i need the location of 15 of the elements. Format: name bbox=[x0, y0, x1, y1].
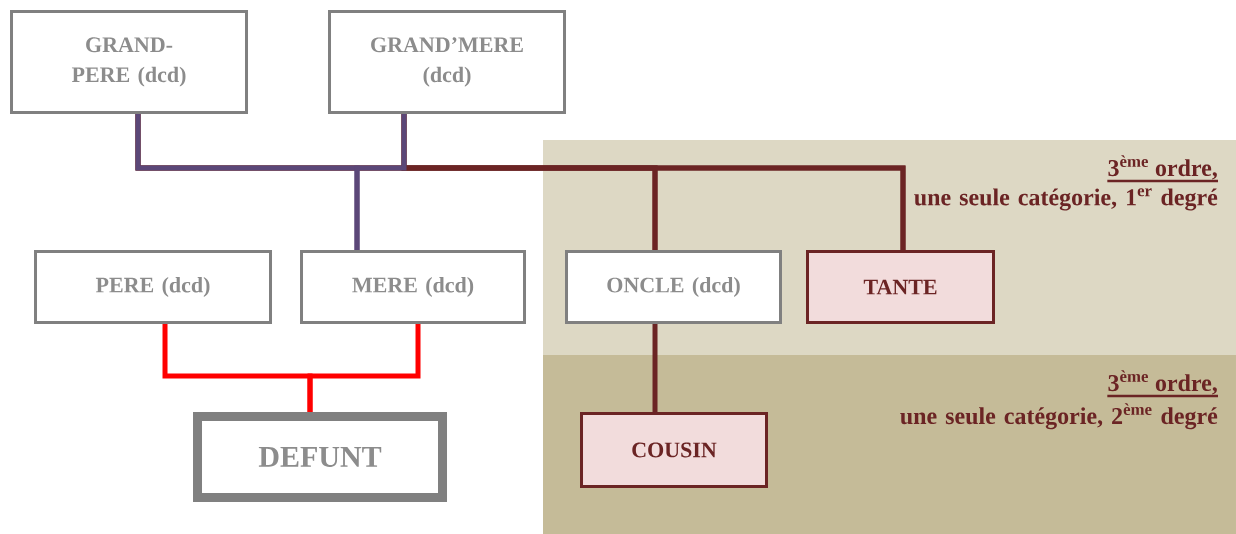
band-heading: 3$^{ème}$ ordre, bbox=[1107, 155, 1218, 183]
band-heading: 3$^{ème}$ ordre, bbox=[1107, 370, 1218, 398]
person-box: MERE (dcd) bbox=[300, 250, 526, 324]
person-box: GRAND’MERE (dcd) bbox=[328, 10, 566, 114]
connector-line bbox=[652, 324, 658, 412]
connector-line bbox=[307, 324, 421, 412]
person-box: ONCLE (dcd) bbox=[565, 250, 782, 324]
connector-line bbox=[354, 114, 407, 250]
person-box: GRAND-PERE (dcd) bbox=[10, 10, 248, 114]
person-box: PERE (dcd) bbox=[34, 250, 272, 324]
deceased-box: DEFUNT bbox=[193, 412, 447, 502]
band-text: une seule catégorie, 2$^{ème}$ degré bbox=[900, 403, 1218, 430]
heir-box: COUSIN bbox=[580, 412, 768, 488]
heir-box: TANTE bbox=[806, 250, 995, 324]
band-text: une seule catégorie, 1$^{er}$ degré bbox=[914, 188, 1218, 211]
